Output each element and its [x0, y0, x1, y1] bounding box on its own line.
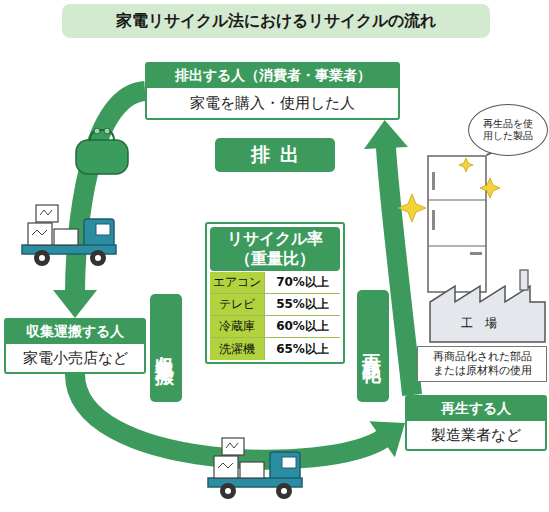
table-cell: 65%以上: [264, 338, 340, 360]
factory-label: 工場: [440, 314, 530, 332]
sparkle: [398, 194, 426, 222]
fridge-handle: [432, 210, 435, 230]
step-label-vertical: 再商品化: [357, 290, 389, 402]
arrow-shaft: [75, 91, 145, 293]
truck-symbol: [208, 438, 302, 499]
arrow-head: [369, 421, 405, 457]
box-body: 製造業者など: [407, 421, 545, 449]
sparkle: [480, 178, 500, 198]
wallet-body: [76, 140, 128, 174]
rate-heading-band: リサイクル率（重量比）: [210, 227, 340, 271]
actor-box: 再生する人製造業者など: [405, 395, 547, 451]
arrow-shaft: [386, 145, 412, 395]
actor-box: 収集運搬する人家電小売店など: [4, 318, 146, 374]
diagram-title: 家電リサイクル法におけるリサイクルの流れ: [62, 4, 490, 38]
step-text: 再商品化: [360, 338, 386, 354]
clasp-knob: [94, 128, 100, 134]
callout-bubble: 再生品を使用した製品: [468, 104, 548, 156]
fridge-handle: [470, 252, 482, 255]
note-text: 再商品化された部品または原材料の使用: [430, 350, 534, 378]
table-cell: 冷蔵庫: [210, 316, 264, 338]
fridge-handle: [432, 172, 435, 190]
factory-chimney: [520, 270, 528, 290]
box-heading: 収集運搬する人: [6, 320, 144, 344]
sparkle: [459, 158, 473, 172]
step-label-vertical: 収集運搬: [150, 294, 182, 402]
truck-symbol: [22, 205, 116, 266]
box-heading: 再生する人: [407, 397, 545, 421]
note-box: 再商品化された部品または原材料の使用: [417, 346, 547, 382]
table-cell: テレビ: [210, 294, 264, 316]
fridge-body: [428, 156, 486, 292]
callout-text: 再生品を使用した製品: [479, 118, 537, 142]
factory-building: [430, 286, 545, 342]
fridge-door-line: [428, 199, 486, 200]
step-label: 排出: [215, 138, 335, 172]
fridge-door-line: [428, 245, 486, 246]
flow-arrow: [53, 91, 145, 318]
box-body: 家電小売店など: [6, 344, 144, 372]
table-cell: エアコン: [210, 272, 264, 294]
table-cell: 洗濯機: [210, 338, 264, 360]
arrow-head: [364, 120, 408, 149]
step-text: 収集運搬: [153, 340, 179, 356]
step-text: 排出: [251, 142, 309, 168]
clasp-knob: [104, 128, 110, 134]
arrow-head: [53, 290, 97, 318]
box-body: 家電を購入・使用した人: [147, 88, 398, 118]
rate-heading: リサイクル率（重量比）: [225, 229, 325, 269]
table-cell: 55%以上: [264, 294, 340, 316]
actor-box: 排出する人（消費者・事業者）家電を購入・使用した人: [145, 62, 400, 120]
table-cell: 70%以上: [264, 272, 340, 294]
table-cell: 60%以上: [264, 316, 340, 338]
box-heading: 排出する人（消費者・事業者）: [147, 64, 398, 88]
